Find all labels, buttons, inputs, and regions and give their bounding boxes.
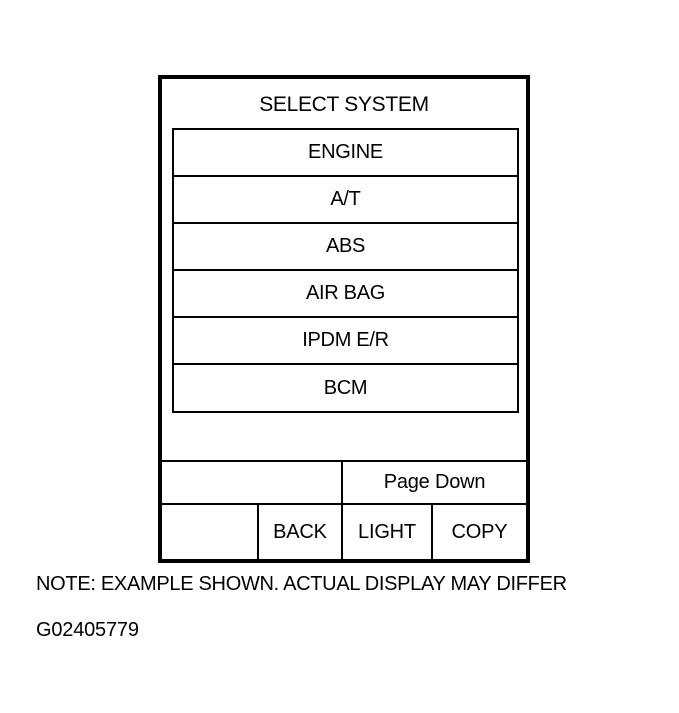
bottom-toolbar: Page Down BACK LIGHT COPY [162, 460, 526, 559]
system-item-ipdm-er[interactable]: IPDM E/R [174, 318, 517, 365]
empty-cell [162, 462, 343, 503]
copy-button[interactable]: COPY [451, 520, 508, 543]
system-item-air-bag[interactable]: AIR BAG [174, 271, 517, 318]
display-note: NOTE: EXAMPLE SHOWN. ACTUAL DISPLAY MAY … [36, 573, 567, 595]
screen-title: SELECT SYSTEM [259, 93, 429, 116]
back-button[interactable]: BACK [259, 505, 343, 559]
page-down-button[interactable]: Page Down [383, 471, 486, 493]
system-item-bcm[interactable]: BCM [323, 376, 368, 399]
light-button[interactable]: LIGHT [343, 505, 433, 559]
system-item-at[interactable]: A/T [174, 177, 517, 224]
system-item-engine[interactable]: ENGINE [174, 130, 517, 177]
toolbar-row-top: Page Down [162, 462, 526, 505]
system-item-abs[interactable]: ABS [174, 224, 517, 271]
toolbar-row-bottom: BACK LIGHT COPY [162, 505, 526, 559]
empty-cell [162, 505, 259, 559]
figure-id: G02405779 [36, 619, 139, 641]
system-list: ENGINE A/T ABS AIR BAG IPDM E/R BCM [172, 128, 519, 413]
diagnostic-tool-screen: SELECT SYSTEM ENGINE A/T ABS AIR BAG IPD… [158, 75, 530, 563]
